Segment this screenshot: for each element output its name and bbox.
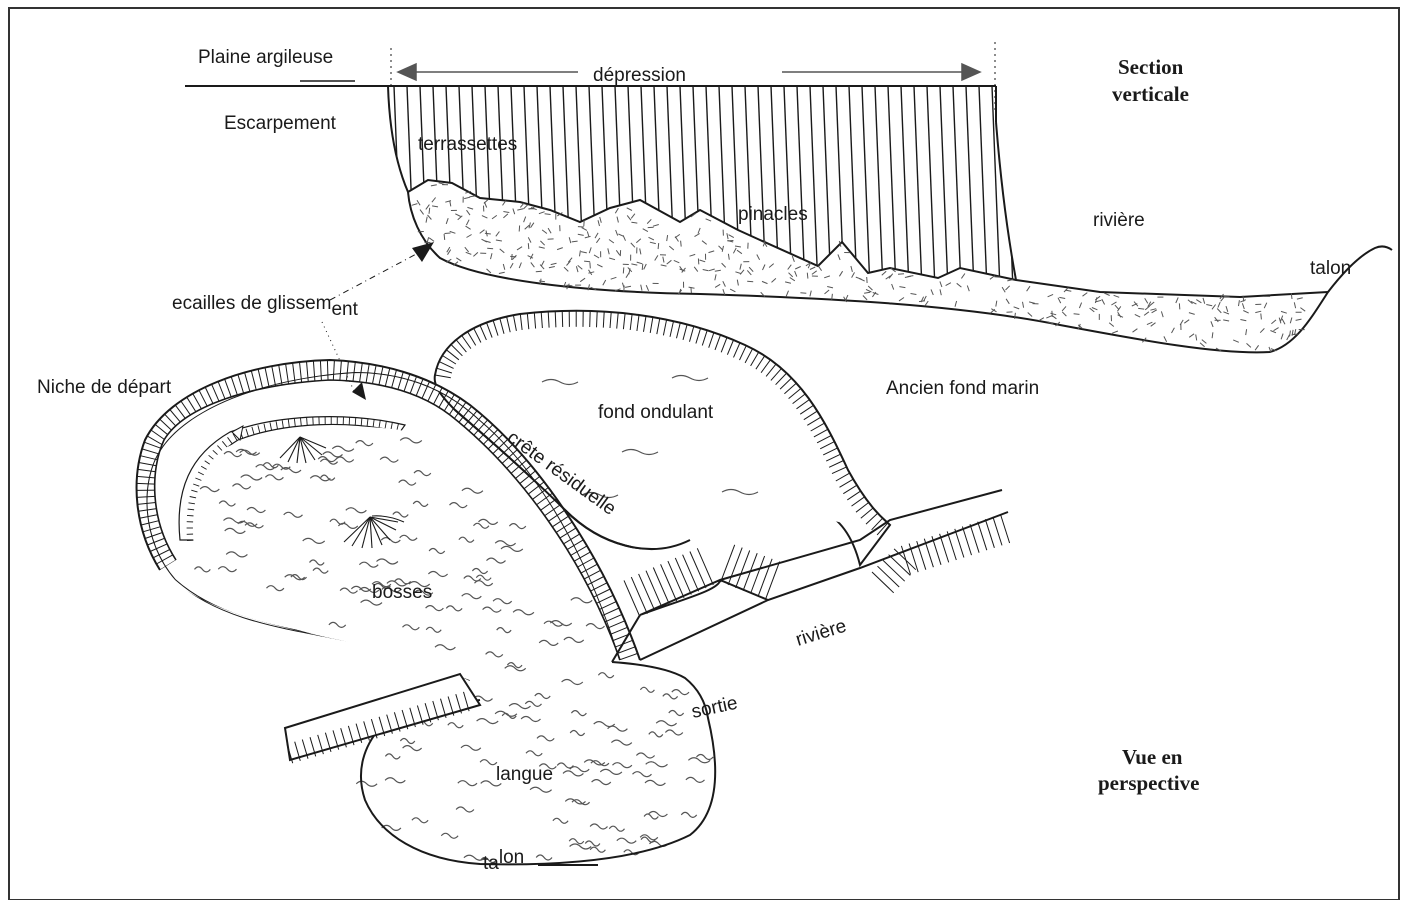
stipple-mark	[832, 294, 833, 300]
hatch-tick	[646, 571, 662, 608]
escarpment-hatch-line	[862, 86, 870, 290]
hatch-tick	[690, 552, 706, 589]
hatch-tick	[736, 550, 750, 588]
hatch-tick	[675, 558, 691, 595]
stipple-mark	[1291, 293, 1292, 299]
label-talon-section: talon	[1310, 258, 1351, 279]
escarpment-hatch-line	[901, 86, 909, 290]
hatch-tick	[978, 522, 987, 551]
stipple-mark	[510, 256, 516, 257]
label-langue: langue	[496, 764, 553, 785]
hatch-tick	[661, 564, 677, 601]
depression-arrow	[398, 64, 980, 80]
hatch-tick	[955, 529, 964, 558]
stipple-mark	[536, 271, 542, 272]
hatch-tick	[940, 534, 949, 563]
escarpment-hatch-line	[966, 86, 974, 290]
hatch-tick	[624, 580, 640, 617]
hatch-tick	[751, 556, 765, 594]
stipple-mark	[545, 214, 551, 215]
stipple-mark	[691, 287, 692, 293]
hatch-tick	[932, 536, 941, 565]
stipple-mark	[898, 274, 904, 275]
escarpment-hatch-line	[810, 86, 818, 290]
stipple-mark	[807, 273, 808, 279]
label-plaine-argileuse: Plaine argileuse	[198, 47, 333, 68]
label-ecailles: ecailles de glissement	[172, 293, 359, 320]
label-bosses: bosses	[372, 582, 432, 603]
label-ancien-fond-marin: Ancien fond marin	[886, 378, 1039, 399]
hatch-tick	[668, 561, 684, 598]
hatch-tick	[728, 548, 742, 585]
hatch-tick	[883, 560, 905, 581]
hatch-tick	[562, 311, 563, 327]
section-title: Section verticale	[1112, 55, 1189, 106]
stipple-mark	[642, 264, 643, 270]
label-depression: dépression	[593, 65, 686, 86]
escarpment-hatch-line	[914, 86, 922, 290]
label-terrassettes: terrassettes	[418, 134, 517, 155]
hatch-tick	[878, 566, 900, 587]
escarpment-hatch-line	[940, 86, 948, 290]
hatch-tick	[307, 417, 308, 425]
escarpment-hatch-line	[888, 86, 896, 290]
stipple-mark	[1138, 308, 1144, 309]
perspective-view: Niche de départ fond ondulant Ancien fon…	[37, 311, 1199, 874]
hatch-tick	[993, 517, 1002, 546]
stipple-mark	[445, 233, 451, 234]
stipple-mark	[658, 243, 659, 249]
stipple-mark	[1074, 314, 1080, 315]
hatch-tick	[758, 559, 772, 597]
stipple-mark	[429, 208, 430, 214]
label-escarpement: Escarpement	[224, 113, 337, 134]
stipple-mark	[800, 293, 806, 294]
hatch-tick	[597, 311, 598, 327]
vertical-section: Plaine argileuse dépression Escarpement …	[172, 42, 1392, 400]
escarpment-hatch-line	[979, 86, 987, 290]
hatch-tick	[639, 574, 655, 611]
hatch-tick	[355, 417, 356, 425]
stipple-mark	[528, 243, 529, 249]
hatch-tick	[590, 311, 591, 327]
hatch-tick	[555, 311, 556, 327]
hatch-tick	[985, 519, 994, 548]
stipple-mark	[584, 261, 590, 262]
hatch-tick	[653, 568, 669, 605]
stipple-mark	[487, 248, 493, 249]
hatch-tick	[631, 577, 647, 614]
river-strip-lower	[872, 514, 1010, 592]
stipple-mark	[540, 279, 541, 285]
label-niche-depart: Niche de départ	[37, 377, 172, 398]
hatch-tick	[327, 360, 328, 382]
hatch-tick	[683, 555, 699, 592]
scale-arrow-upper	[412, 242, 434, 262]
stipple-mark	[444, 234, 445, 240]
escarpment-hatch-line	[953, 86, 961, 290]
hatch-tick	[872, 572, 894, 593]
scale-arrow-lower	[352, 382, 366, 400]
escarpment-hatch-line	[394, 86, 402, 290]
hatch-tick	[970, 524, 979, 553]
label-pinacles: pinacles	[738, 204, 808, 225]
hatch-tick	[947, 531, 956, 560]
stipple-mark	[681, 241, 682, 247]
escarpment-hatch-line	[927, 86, 935, 290]
stipple-mark	[1261, 314, 1262, 320]
stipple-mark	[994, 277, 1000, 278]
hatch-tick	[1001, 514, 1010, 543]
perspective-title: Vue en perspective	[1098, 745, 1199, 795]
hatch-tick	[962, 527, 971, 556]
label-riviere-perspective: rivière	[793, 616, 849, 651]
label-fond-ondulant: fond ondulant	[598, 402, 714, 423]
escarpment-hatch-line	[875, 86, 883, 290]
label-riviere-section: rivière	[1093, 210, 1145, 231]
stipple-mark	[1224, 296, 1230, 297]
hatch-tick	[697, 548, 713, 585]
stipple-mark	[623, 267, 624, 273]
